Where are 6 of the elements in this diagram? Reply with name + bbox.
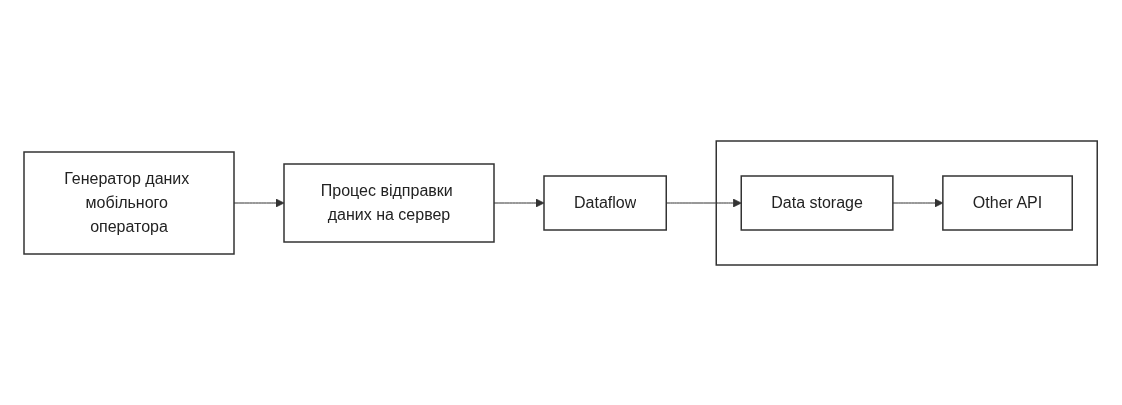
node-box: Data storage	[740, 174, 894, 231]
node-box: Процес відправки даних на сервер	[283, 162, 496, 243]
node-box: Dataflow	[543, 174, 668, 231]
node-box: Other API	[942, 174, 1074, 231]
node-box: Генератор даних мобільного оператора	[23, 150, 236, 255]
cluster	[715, 139, 1099, 266]
